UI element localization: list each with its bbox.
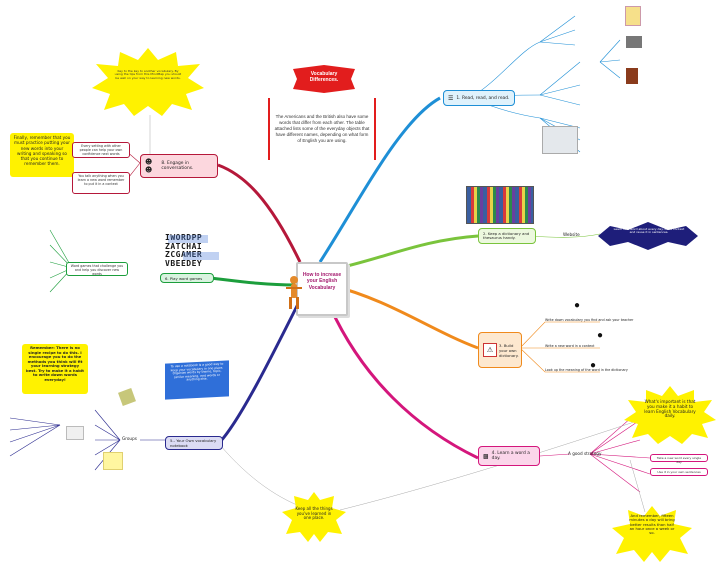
grid-row-3: ZCGAMER [165,250,203,260]
notebook-tip-note: To use a notebook is a good way to keep … [165,360,229,400]
grid-highlight-word [168,235,208,243]
person-figure-icon [286,276,302,309]
bookshelf-image [466,186,534,224]
key-burst-text: Key to the key to another vocabulary. By… [114,69,182,80]
fifteen-burst [612,506,692,562]
grid-row-2: ZATCHAI [165,241,203,251]
badge-text: Vocabulary Differences. [309,71,339,83]
monitor-icon: ▩ [483,452,489,460]
branch-conversation [217,163,302,263]
conversation-card-1: Every setting with other people can help… [72,142,130,158]
finally-callout: Finally, remember that you must practice… [10,133,74,177]
branch-notebook [218,299,302,444]
read-image-1 [625,6,641,26]
grid-highlight-game [183,252,219,260]
branch-node-dictionary[interactable]: 2. Keep a dictionary and thesaurus handy… [478,228,536,244]
notebook-image-3 [103,452,123,470]
center-title: How to increase your English Vocabulary [302,272,342,291]
keep-all-burst [282,492,346,542]
read-icon: ☰ [448,94,454,102]
tree-icon-1: ● [574,300,581,311]
conversation-card-2: You talk anything when you learn a new w… [72,172,130,194]
keep-all-text: Keep all the things you've learned in on… [295,506,333,521]
important-burst-text: What's important is that you make it a h… [644,399,696,419]
vocab-badge: Vocabulary Differences. [293,65,355,93]
notebook-sub: Groups [122,436,137,441]
vocab-difference-box: The Americans and the British also have … [268,98,376,160]
word-grid-image: IWORDPP ZATCHAI ZCGAMER VBEEDEY [165,233,233,270]
read-image-3 [626,68,638,84]
tree-icon-2: ● [597,330,604,341]
own-item-2: Write a new word in a context [545,344,595,348]
grid-row-1: IWORDPP [165,233,203,242]
website-burst-text: Learn new word about every day. Build co… [613,227,685,235]
tree-icon-3: ● [590,360,597,371]
games-card-2: Use it in your own sentences [650,468,708,476]
games-sub: A good strategy [568,451,602,456]
grid-row-4: VBEEDEY [165,258,203,268]
own-item-1: Write down vocabulary you find and ask y… [545,318,634,322]
branch-node-games[interactable]: ▩ 4. Learn a word a day. [478,446,540,466]
branch-words [209,276,296,287]
branch-node-read[interactable]: ☰ 1. Read, read, and read. [443,90,515,106]
branch-dictionary [329,234,479,272]
notebook-image-2 [66,426,84,440]
word-games-card: Word games that challenge you and help y… [66,262,128,276]
read-image-2 [626,36,642,48]
branch-node-words[interactable]: 6. Play word games [160,273,214,283]
remember-callout: Remember: There is no single recipe to d… [22,344,88,394]
key-burst [92,48,204,116]
important-burst [624,386,716,444]
center-node[interactable]: How to increase your English Vocabulary [296,262,348,316]
fifteen-text: And remember, fifteen minutes a day will… [629,513,675,536]
branch-games [323,294,479,460]
branch-read [318,96,441,263]
branch-own [329,283,479,350]
badge-shape [293,65,355,93]
vocab-difference-text: The Americans and the British also have … [274,114,370,144]
own-item-3: Look up the meaning of the word in the d… [545,368,628,372]
branch-node-own[interactable]: ⚠ 3. Build your own dictionary. [478,332,522,368]
branch-node-notebook[interactable]: 5.- Your Own vocabulary notebook [165,436,223,450]
games-card-1: Take a new word every single day [650,454,708,463]
faces-icon: ☻☻ [145,158,153,174]
branch-node-conversation[interactable]: ☻☻ 8. Engage in conversations. [140,154,218,178]
read-image-4 [542,126,578,154]
dictionary-sub: Website [563,232,580,237]
website-burst [598,222,698,250]
construction-icon: ⚠ [483,343,497,357]
